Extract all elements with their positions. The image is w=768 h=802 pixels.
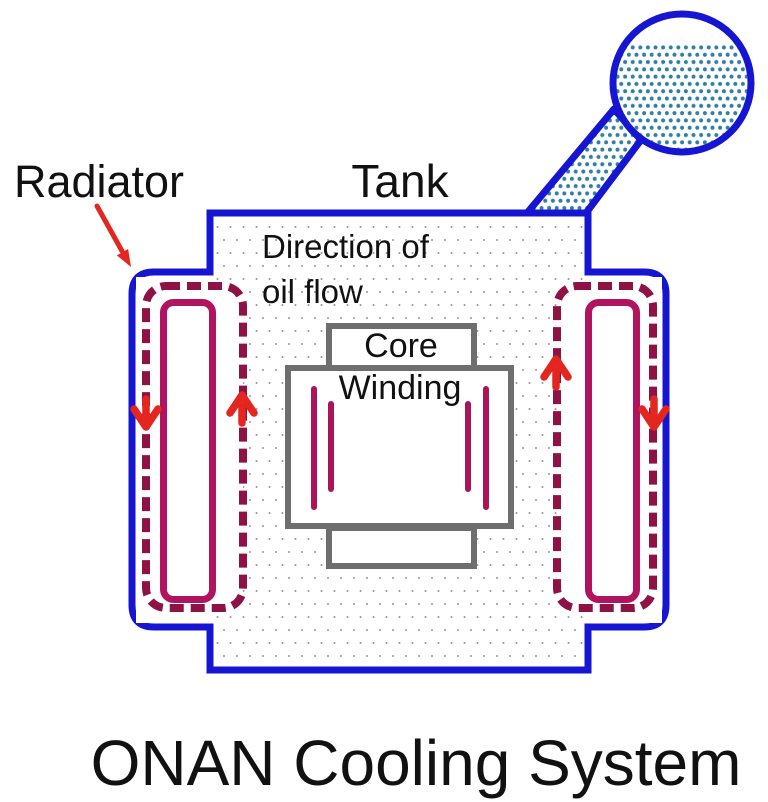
left-radiator-outer-loop [142, 282, 247, 612]
conservator-oil-level [616, 44, 748, 149]
winding-label: Winding [339, 369, 462, 407]
conservator-tank [609, 10, 755, 156]
oil-flow-direction-label-line1: Direction of [262, 228, 430, 265]
arrow-down-icon [130, 395, 162, 431]
core-bottom-limb [326, 525, 477, 569]
right-radiator-outer-loop [553, 282, 657, 612]
winding-body [285, 365, 514, 529]
core-label: Core [364, 327, 438, 365]
page-title: ONAN Cooling System [91, 727, 742, 799]
conservator-outline [609, 10, 755, 156]
radiator-pointer-arrow-icon [94, 203, 131, 267]
arrow-up-icon [226, 391, 258, 427]
left-radiator-inner-loop [160, 299, 216, 603]
oil-flow-direction-label-line2: oil flow [262, 273, 363, 310]
arrow-up-icon [540, 355, 572, 391]
radiator-label: Radiator [14, 156, 184, 207]
tank-label: Tank [351, 155, 449, 207]
arrow-down-icon [638, 395, 670, 431]
right-radiator-inner-loop [585, 299, 640, 603]
